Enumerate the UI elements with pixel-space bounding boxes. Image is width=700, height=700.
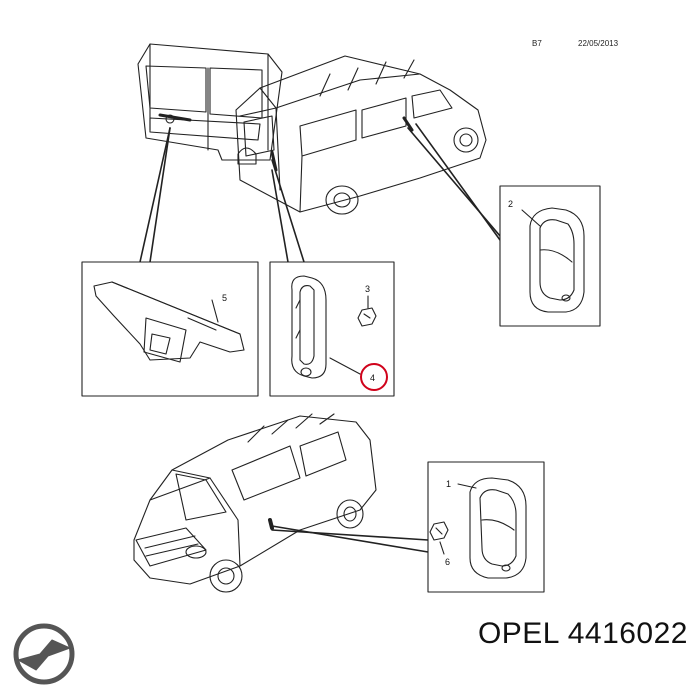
- detail-box-4: [269, 261, 395, 397]
- callout-1: 1: [446, 479, 451, 489]
- callout-2: 2: [508, 199, 513, 209]
- van-front-view: [133, 413, 377, 593]
- van-side-rear-view: [235, 55, 487, 215]
- detail-box-5: [81, 261, 259, 397]
- van-rear-view: [137, 43, 283, 165]
- leader-lines: [139, 123, 513, 553]
- callout-4: 4: [370, 373, 375, 383]
- detail-box-2: [499, 185, 601, 327]
- diagram-date: 22/05/2013: [578, 39, 619, 48]
- page-code: B7: [532, 39, 542, 48]
- callout-5: 5: [222, 293, 227, 303]
- part-number-label: OPEL 4416022: [477, 617, 688, 650]
- callout-3: 3: [365, 284, 370, 294]
- callout-6: 6: [445, 557, 450, 567]
- opel-logo-icon: [13, 623, 75, 685]
- highlight-ring: [360, 363, 388, 391]
- detail-box-1: [427, 461, 545, 593]
- callout-labels: 1 2 3 4 5 6: [222, 199, 513, 567]
